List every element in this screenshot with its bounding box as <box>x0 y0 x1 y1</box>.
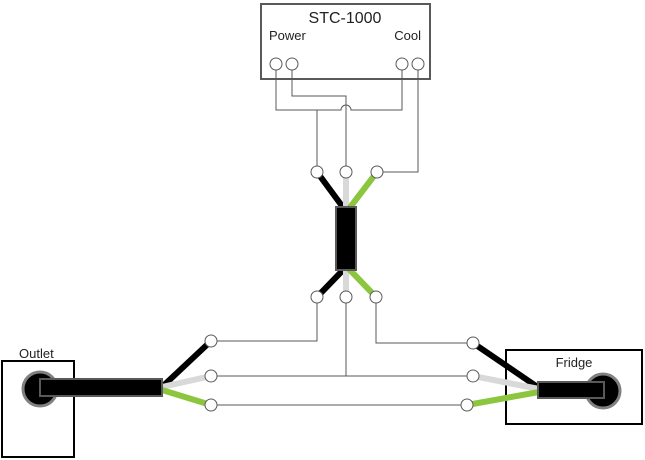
junction-bottom-ground-terminal <box>369 290 383 304</box>
fridge-label: Fridge <box>556 355 593 370</box>
fridge-neutral-conductor <box>472 373 540 392</box>
junction-top-ground-terminal <box>370 165 384 179</box>
terminals <box>204 57 480 412</box>
controller-title: STC-1000 <box>309 10 382 27</box>
fridge-hot-conductor <box>471 340 541 391</box>
junction-bottom-hot-terminal <box>310 290 324 304</box>
power-terminal-1 <box>269 57 283 71</box>
branch-thin-wires <box>211 297 473 406</box>
center-bottom-ground-conductor <box>345 265 379 300</box>
junction-top-neutral-terminal <box>339 165 353 179</box>
center-cable-jacket <box>335 206 357 271</box>
thin-wire-outlet-neutral <box>211 297 347 377</box>
outlet-hot-conductor <box>159 338 214 390</box>
thin-wire-outlet-hot <box>211 297 318 342</box>
outlet-neutral-terminal <box>204 369 218 383</box>
junction-top-hot-terminal <box>310 165 324 179</box>
fridge-hot-terminal <box>466 336 480 350</box>
cool-terminal-2 <box>411 57 425 71</box>
outlet: Outlet <box>1 338 214 458</box>
outlet-hot-terminal <box>204 334 218 348</box>
cool-label: Cool <box>394 28 421 43</box>
outlet-cord <box>39 378 163 397</box>
thin-wire-power-1 <box>275 64 318 172</box>
center-bottom-hot-conductor <box>314 265 348 300</box>
fridge-ground-conductor <box>466 389 540 408</box>
thin-wire-cool-2 <box>377 64 419 173</box>
fridge: Fridge <box>466 340 643 425</box>
center-cord <box>314 170 380 300</box>
outlet-ground-terminal <box>204 398 218 412</box>
power-terminal-2 <box>285 57 299 71</box>
power-label: Power <box>269 28 307 43</box>
outlet-ground-conductor <box>161 387 212 408</box>
thin-wire-fridge-hot <box>375 297 473 344</box>
junction-bottom-neutral-terminal <box>339 290 353 304</box>
center-top-ground-conductor <box>345 170 380 212</box>
controller-thin-wires <box>275 64 419 173</box>
center-top-hot-conductor <box>314 170 348 212</box>
outlet-label: Outlet <box>19 346 54 361</box>
fridge-ground-terminal <box>460 398 474 412</box>
thin-wire-cool-1 <box>317 64 403 111</box>
fridge-cord <box>537 381 605 399</box>
cool-terminal-1 <box>395 57 409 71</box>
fridge-neutral-terminal <box>466 369 480 383</box>
outlet-neutral-conductor <box>161 373 212 390</box>
thin-wire-power-2 <box>291 64 347 172</box>
